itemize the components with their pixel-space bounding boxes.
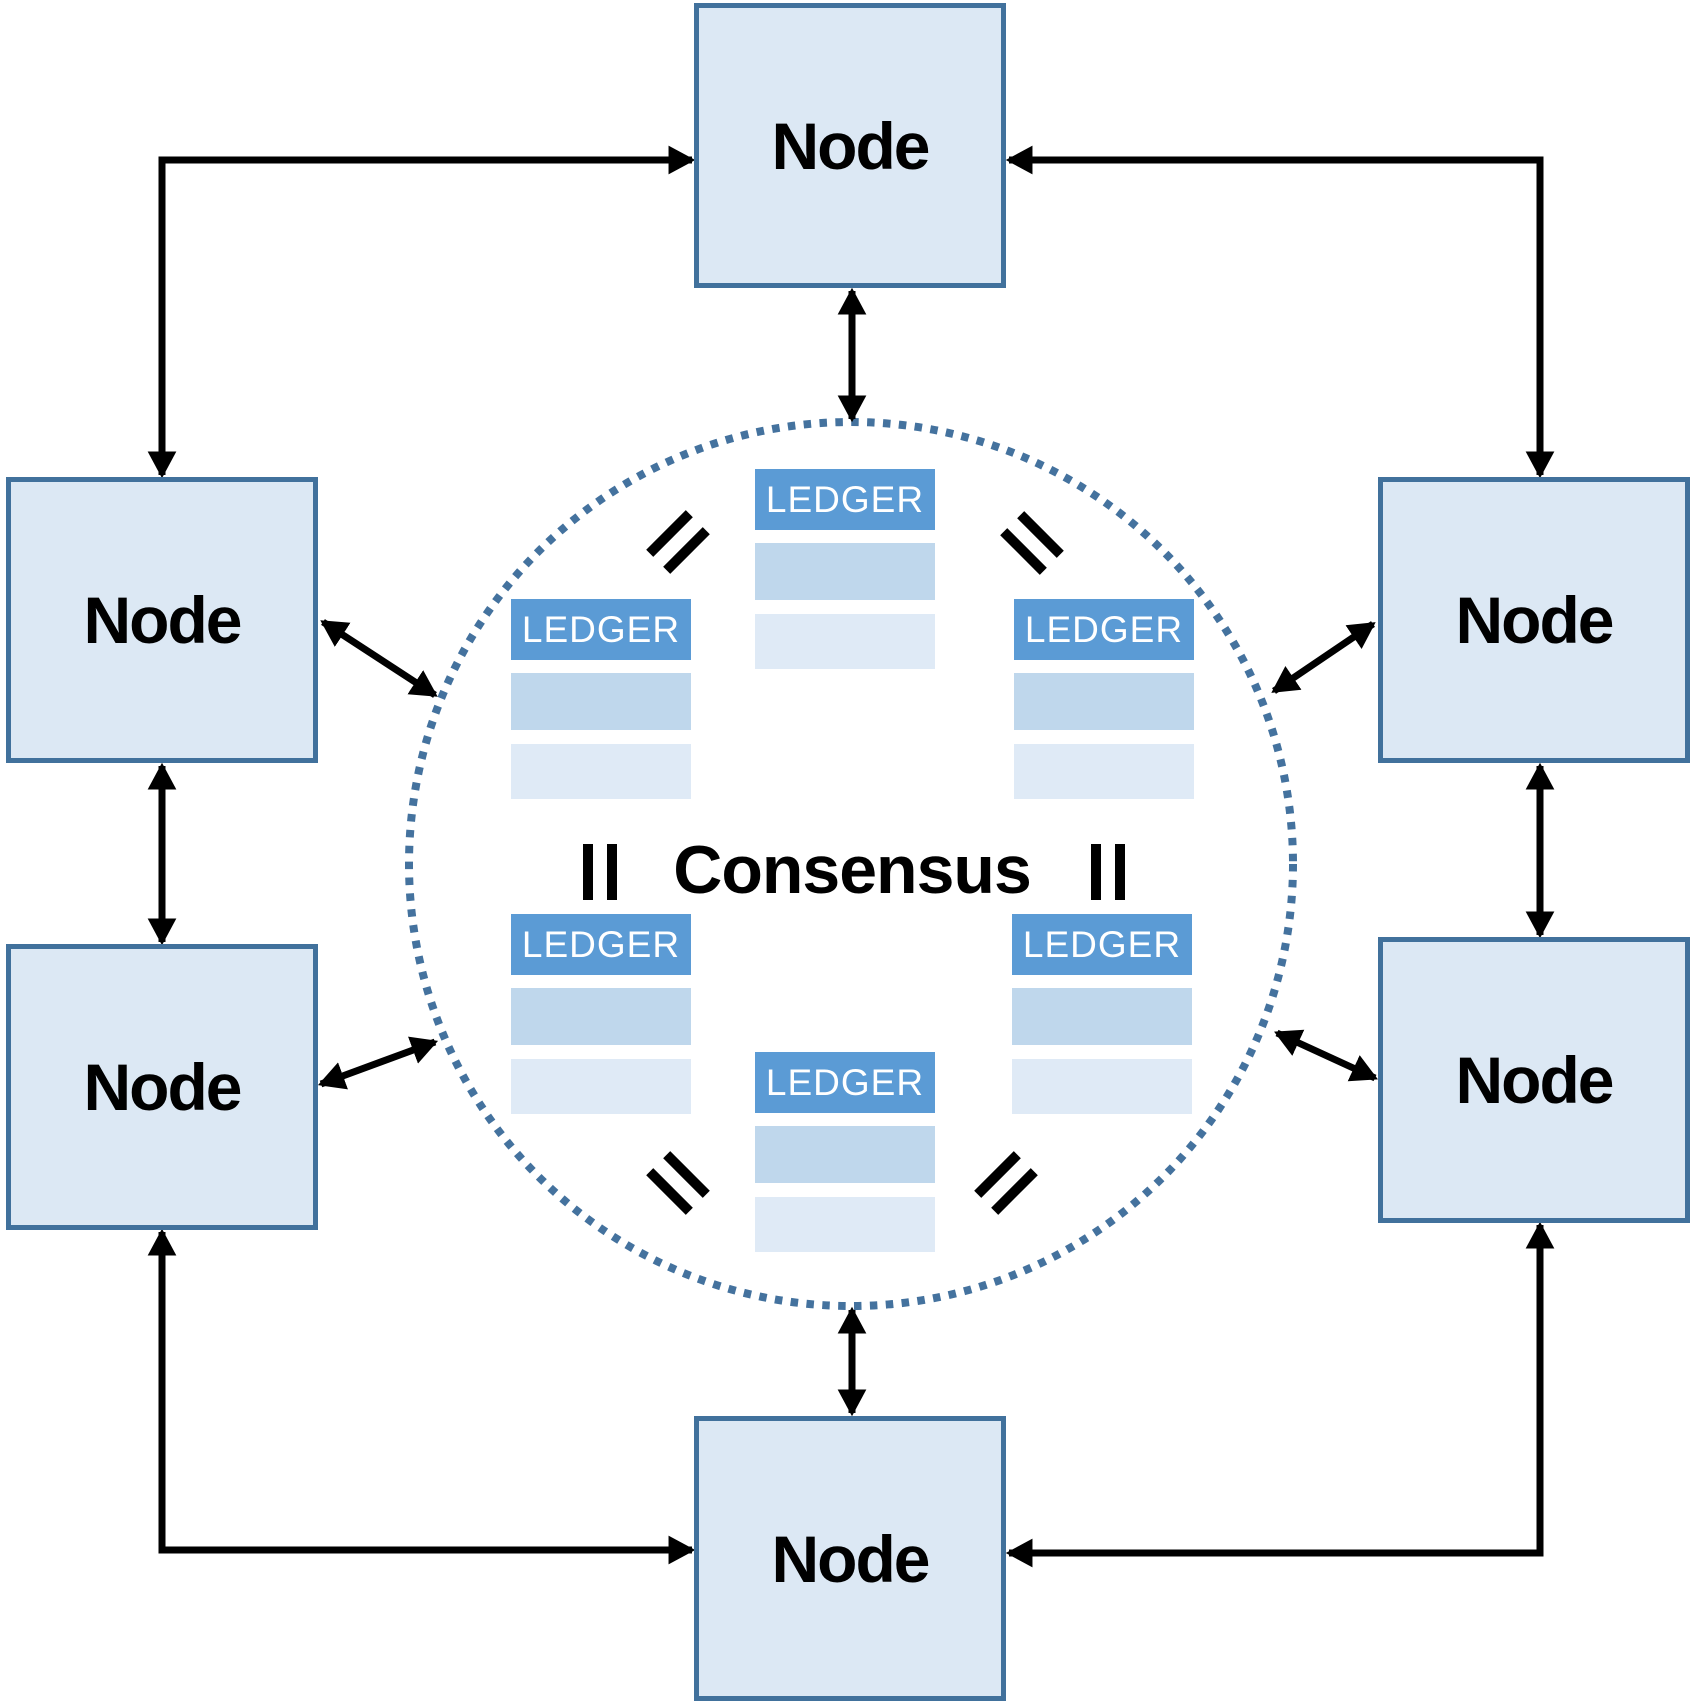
- ledger-row: [755, 1197, 935, 1252]
- arrow-elbow-bottom-right: [1005, 1221, 1555, 1568]
- node-label: Node: [771, 1521, 931, 1596]
- node-box-left-bottom: Node: [6, 944, 318, 1230]
- node-label: Node: [771, 108, 931, 183]
- ledger-table-bottom-center: LEDGER: [755, 1052, 935, 1252]
- arrow-elbow-top-right: [1005, 145, 1555, 479]
- ledger-row: [511, 744, 691, 799]
- node-box-right-top: Node: [1378, 477, 1690, 763]
- arrow-diagonal-left-top: [320, 619, 438, 698]
- arrow-diagonal-right-bottom: [1274, 1029, 1378, 1082]
- ledger-header: LEDGER: [1012, 914, 1192, 975]
- ledger-header: LEDGER: [755, 1052, 935, 1113]
- ledger-row: [511, 673, 691, 730]
- ledger-table-lower-right: LEDGER: [1012, 914, 1192, 1114]
- node-label: Node: [83, 583, 243, 657]
- ledger-row: [755, 1126, 935, 1183]
- ledger-row: [1012, 988, 1192, 1045]
- ledger-table-upper-right: LEDGER: [1014, 599, 1194, 799]
- ledger-row: [1014, 673, 1194, 730]
- node-label: Node: [83, 1050, 243, 1124]
- ledger-row: [1014, 744, 1194, 799]
- ledger-table-top-center: LEDGER: [755, 469, 935, 669]
- consensus-label: Consensus: [673, 832, 1032, 908]
- arrow-elbow-top-left: [147, 145, 696, 479]
- node-label: Node: [1455, 1043, 1615, 1117]
- consensus-dotted-circle: [405, 418, 1297, 1310]
- ledger-row: [755, 614, 935, 669]
- node-box-right-bottom: Node: [1378, 937, 1690, 1223]
- ledger-header: LEDGER: [755, 469, 935, 530]
- node-box-top: Node: [694, 3, 1006, 288]
- arrow-elbow-bottom-left: [147, 1228, 696, 1565]
- node-label: Node: [1455, 583, 1615, 657]
- node-box-bottom: Node: [694, 1416, 1006, 1701]
- ledger-header: LEDGER: [511, 599, 691, 660]
- ledger-table-upper-left: LEDGER: [511, 599, 691, 799]
- ledger-header: LEDGER: [511, 914, 691, 975]
- ledger-row: [1012, 1059, 1192, 1114]
- ledger-row: [755, 543, 935, 600]
- ledger-row: [511, 988, 691, 1045]
- ledger-table-lower-left: LEDGER: [511, 914, 691, 1114]
- arrow-diagonal-right-top: [1271, 621, 1376, 694]
- arrow-diagonal-left-bottom: [317, 1036, 439, 1090]
- ledger-row: [511, 1059, 691, 1114]
- ledger-header: LEDGER: [1014, 599, 1194, 660]
- node-box-left-top: Node: [6, 477, 318, 763]
